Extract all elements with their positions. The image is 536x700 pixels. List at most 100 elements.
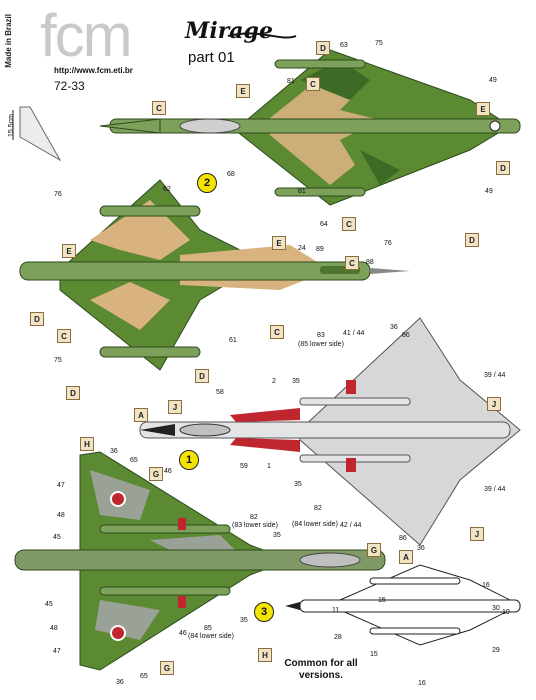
decal-number-label: 65 [130,457,138,464]
callout-box-j: J [168,400,182,414]
decal-number-label: 28 [334,634,342,641]
decal-number-label: 86 [402,332,410,339]
decal-number-label: 75 [54,357,62,364]
callout-box-h: H [80,437,94,451]
decal-number-label: 48 [57,512,65,519]
decal-number-label: 35 [273,532,281,539]
decal-number-label: 86 [399,535,407,542]
decal-number-label: 10 [502,609,510,616]
decal-number-label: 85 [204,625,212,632]
decal-number-label: 15 [378,597,386,604]
callout-box-h: H [258,648,272,662]
decal-number-label: 15 [370,651,378,658]
decal-number-label: 83 [317,332,325,339]
aircraft-top-1 [99,49,521,206]
decal-number-label: 49 [489,77,497,84]
decal-number-label: 58 [216,389,224,396]
decal-number-label: (84 lower side) [188,633,234,640]
website-url[interactable]: http://www.fcm.eti.br [54,66,133,75]
decal-number-label: 82 [314,505,322,512]
decal-number-label: 45 [45,601,53,608]
callout-box-d: D [30,312,44,326]
callout-box-d: D [465,233,479,247]
callout-box-c: C [270,325,284,339]
decal-number-label: 46 [179,630,187,637]
decal-number-label: 16 [482,582,490,589]
decal-number-label: 82 [250,514,258,521]
catalog-number: 72-33 [54,79,85,93]
callout-box-j: J [470,527,484,541]
callout-box-j: J [487,397,501,411]
decal-number-label: 29 [492,647,500,654]
aircraft-top-2 [19,179,410,371]
decal-number-label: 65 [140,673,148,680]
decal-number-label: 75 [375,40,383,47]
model-title: Mirage [185,18,273,44]
decal-number-label: 42 / 44 [340,522,362,529]
scheme-badge-1: 1 [179,450,199,470]
decal-number-label: 41 / 44 [343,330,365,337]
decal-number-label: 76 [384,240,392,247]
decal-number-label: 35 [294,481,302,488]
common-caption: Common for all versions. [284,658,358,681]
decal-number-label: 59 [240,463,248,470]
decal-number-label: 16 [418,680,426,687]
decal-number-label: 89 [316,246,324,253]
callout-box-c: C [345,256,359,270]
decal-number-label: 46 [164,468,172,475]
decal-number-label: 76 [54,191,62,198]
decal-number-label: 47 [57,482,65,489]
callout-box-d: D [195,369,209,383]
aircraft-silver [139,317,521,546]
aircraft-common-lineart [285,564,522,646]
decal-number-label: 30 [492,605,500,612]
decal-number-label: 63 [340,42,348,49]
decal-number-label: 11 [332,607,340,614]
callout-box-e: E [62,244,76,258]
decal-number-label: 61 [229,337,237,344]
callout-box-d: D [66,386,80,400]
brand-logo: fcm [40,2,133,69]
decal-number-label: 48 [50,625,58,632]
decal-number-label: 35 [292,378,300,385]
callout-box-e: E [272,236,286,250]
callout-box-g: G [367,543,381,557]
decal-number-label: 36 [110,448,118,455]
decal-number-label: 47 [53,648,61,655]
callout-box-g: G [149,467,163,481]
decal-number-label: 81 [298,188,306,195]
decal-number-label: 88 [366,259,374,266]
callout-box-d: D [316,41,330,55]
decal-number-label: 2 [272,378,276,385]
decal-number-label: 35 [240,617,248,624]
decal-number-label: 68 [227,171,235,178]
decal-number-label: 36 [116,679,124,686]
decal-number-label: 62 [163,186,171,193]
decal-number-label: (84 lower side) [292,521,338,528]
scheme-badge-2: 2 [197,173,217,193]
callout-box-a: A [399,550,413,564]
decal-number-label: 49 [485,188,493,195]
callout-box-c: C [306,77,320,91]
callout-box-d: D [496,161,510,175]
decal-number-label: (85 lower side) [298,341,344,348]
decal-number-label: 39 / 44 [484,372,506,379]
callout-box-c: C [57,329,71,343]
callout-box-e: E [236,84,250,98]
decal-number-label: 36 [390,324,398,331]
callout-box-g: G [160,661,174,675]
callout-box-e: E [476,102,490,116]
decal-number-label: 45 [53,534,61,541]
callout-box-c: C [152,101,166,115]
part-label: part 01 [188,49,235,66]
decal-number-label: 81 [287,78,295,85]
callout-box-a: A [134,408,148,422]
decal-number-label: 64 [320,221,328,228]
decal-number-label: (83 lower side) [232,522,278,529]
scheme-badge-3: 3 [254,602,274,622]
decal-number-label: 24 [298,245,306,252]
callout-box-c: C [342,217,356,231]
aircraft-scheme-3 [14,451,386,671]
decal-number-label: 36 [417,545,425,552]
